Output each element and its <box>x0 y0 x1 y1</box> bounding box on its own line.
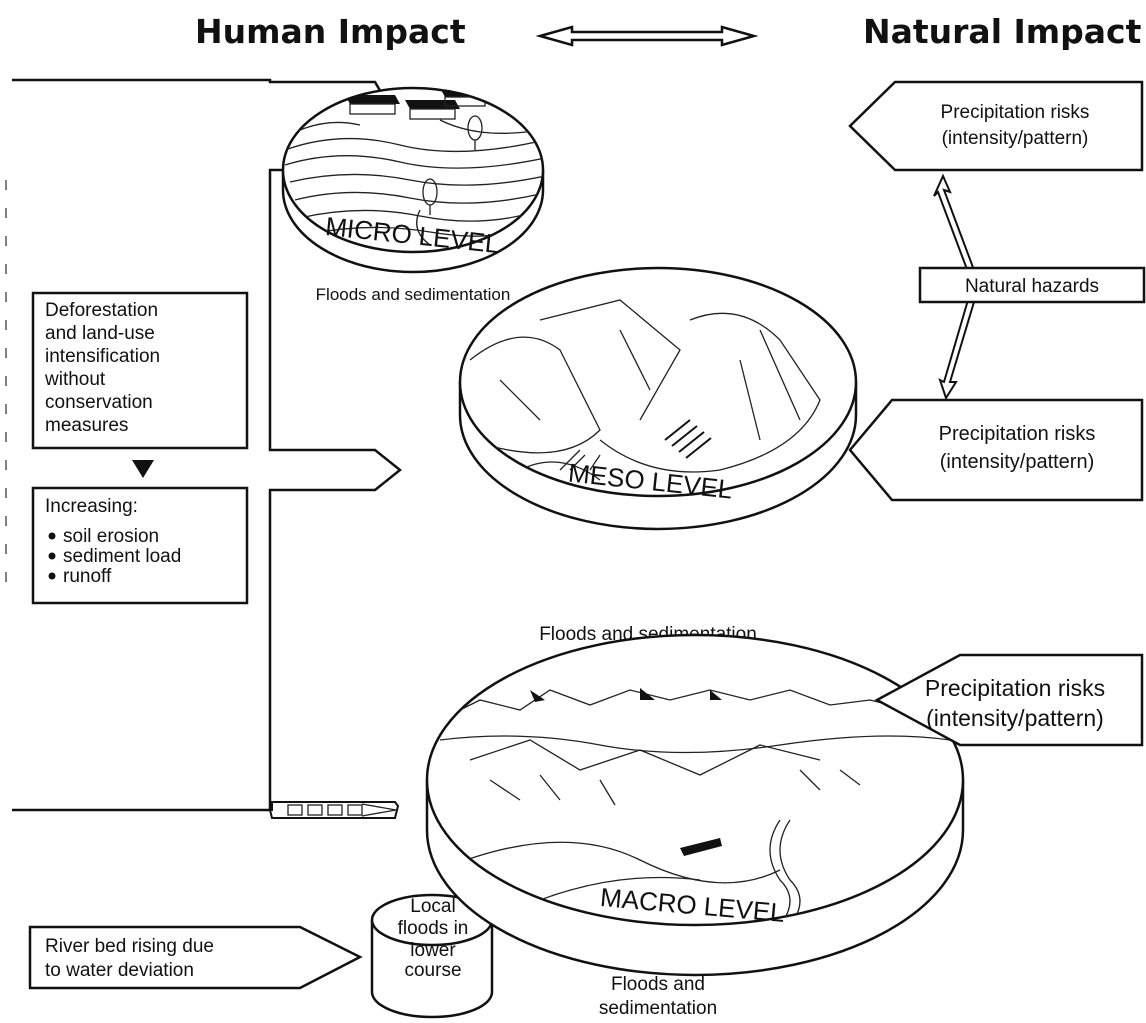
local-floods-line: course <box>404 960 461 981</box>
local-floods-disc: Local floods in lower course <box>370 893 494 1019</box>
increasing-item: runoff <box>63 566 112 587</box>
precip-3-line: Precipitation risks <box>925 675 1105 701</box>
river-bed-box: River bed rising due to water deviation <box>28 925 363 990</box>
natural-hazards-label: Natural hazards <box>965 276 1099 297</box>
human-impact-title: Human Impact <box>195 12 466 51</box>
deforestation-line: intensification <box>45 346 160 367</box>
precip-1-line: Precipitation risks <box>941 102 1090 123</box>
increasing-title: Increasing: <box>45 496 138 517</box>
river-bed-line: River bed rising due <box>45 936 214 957</box>
macro-landscape-illustration <box>439 688 951 925</box>
bullet-icon <box>48 532 56 540</box>
bullet-icon <box>48 552 56 560</box>
deforestation-line: Deforestation <box>45 300 158 321</box>
double-arrow-icon <box>535 25 759 47</box>
precip-3-line: (intensity/pattern) <box>926 705 1104 731</box>
precipitation-box-2: Precipitation risks (intensity/pattern) <box>848 398 1144 502</box>
bullet-icon <box>48 572 56 580</box>
precipitation-box-3: Precipitation risks (intensity/pattern) <box>874 653 1144 747</box>
hazard-link-arrows <box>933 173 976 401</box>
macro-outcome-line: Floods and <box>611 974 705 995</box>
precipitation-box-1: Precipitation risks (intensity/pattern) <box>848 80 1144 172</box>
human-impact-bracket <box>5 78 403 812</box>
natural-hazards-box: Natural hazards <box>918 266 1146 304</box>
increasing-item: soil erosion <box>63 526 159 547</box>
deforestation-line: and land-use <box>45 323 155 344</box>
micro-outcome: Floods and sedimentation <box>316 285 511 304</box>
macro-feed-arrow <box>268 801 400 819</box>
increasing-box: Increasing: soil erosion sediment load r… <box>31 486 249 605</box>
local-floods-line: lower <box>410 940 456 961</box>
increasing-item: sediment load <box>63 546 181 567</box>
precip-1-line: (intensity/pattern) <box>942 128 1089 149</box>
micro-level-disc: MICRO LEVEL <box>281 86 545 274</box>
precip-2-line: Precipitation risks <box>939 423 1096 445</box>
macro-outcome-line: sedimentation <box>599 998 717 1019</box>
deforestation-box: Deforestation and land-use intensificati… <box>31 291 249 450</box>
deforestation-line: measures <box>45 415 128 436</box>
macro-level-disc: MACRO LEVEL <box>425 633 965 977</box>
precip-2-line: (intensity/pattern) <box>940 451 1095 473</box>
down-arrow-icon <box>132 460 154 478</box>
local-floods-line: floods in <box>398 918 469 939</box>
meso-valley-illustration <box>469 299 821 481</box>
local-floods-line: Local <box>410 896 455 917</box>
deforestation-line: conservation <box>45 392 153 413</box>
deforestation-line: without <box>44 369 106 390</box>
meso-level-disc: MESO LEVEL <box>458 266 858 531</box>
river-bed-line: to water deviation <box>45 960 194 981</box>
natural-impact-title: Natural Impact <box>863 12 1142 51</box>
